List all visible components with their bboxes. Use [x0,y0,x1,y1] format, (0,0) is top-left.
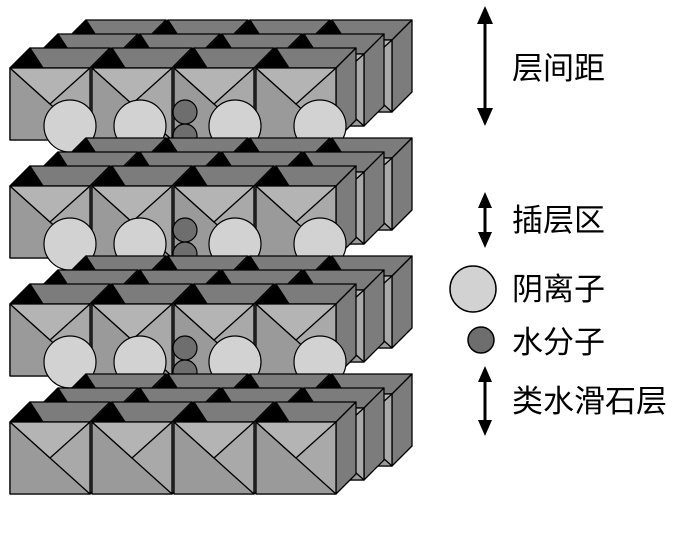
brucite-layer-arrow [478,366,492,436]
interlayer-spacing-arrow [477,6,493,126]
brucite-layer-label: 类水滑石层 [512,384,667,420]
water-3-a [172,335,198,361]
interlayer-region-label: 插层区 [512,203,605,239]
interlayer-spacing-label: 层间距 [512,51,605,87]
layered-structure [9,19,413,495]
octahedron-0-0-0-front-upper [9,67,91,105]
octahedron-1-0-0-front-upper [9,185,91,223]
octahedron-2-0-3-front-upper [255,303,337,341]
octahedron-1-0-2-front-upper [173,185,255,223]
water-2-a [172,217,198,243]
octahedron-0-0-3-front-upper [255,67,337,105]
water-1-a [172,99,198,125]
octahedron-1-0-3-front-upper [255,185,337,223]
octahedron-3-0-0-front-upper [9,421,91,459]
octahedron-3-0-3-front-upper [255,421,337,459]
water-molecule-legend-icon [467,326,495,354]
octahedron-0-0-2-front-upper [173,67,255,105]
octahedron-2-0-1-front-upper [91,303,173,341]
interlayer-region-arrow [478,192,492,248]
octahedron-0-0-1-front-upper [91,67,173,105]
octahedron-3-0-2-front-upper [173,421,255,459]
octahedron-3-0-1-front-upper [91,421,173,459]
legend: 层间距 插层区 阴离子 水分子 类水滑石层 [449,6,667,436]
octahedron-2-0-0-front-upper [9,303,91,341]
anion-label: 阴离子 [512,272,605,308]
octahedron-2-0-2-front-upper [173,303,255,341]
water-molecule-label: 水分子 [512,325,605,361]
anion-legend-icon [449,265,497,313]
octahedron-1-0-1-front-upper [91,185,173,223]
